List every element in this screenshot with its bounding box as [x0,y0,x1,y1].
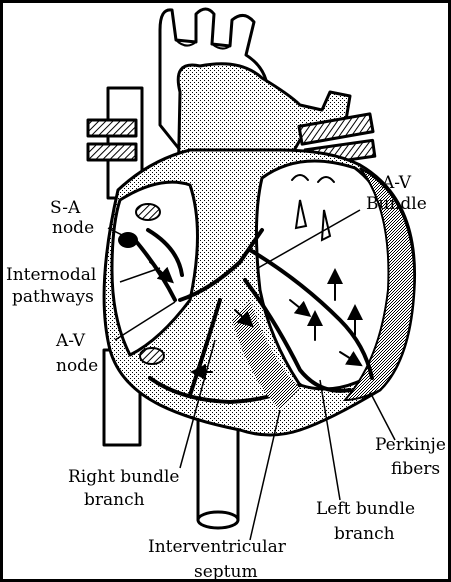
leader-perkinje [370,392,395,440]
label-sa-node-line2: node [52,218,94,238]
label-right-bundle-line1: Right bundle [68,467,179,487]
label-perkinje-line1: Perkinje [375,435,446,455]
label-sa-node-line1: S-A [50,198,81,218]
heart-body [104,150,414,435]
label-av-bundle-line2: Bundle [366,194,427,214]
label-internodal-line1: Internodal [6,265,96,285]
label-septum-line2: septum [194,562,258,582]
label-av-node-line1: A-V [55,331,86,351]
label-left-bundle-line1: Left bundle [316,499,415,519]
label-left-bundle-line2: branch [334,524,395,544]
label-av-bundle-line1: A-V [381,173,412,193]
label-perkinje-line2: fibers [391,459,440,479]
label-av-node-line2: node [56,356,98,376]
label-right-bundle-line2: branch [84,490,145,510]
label-internodal-line2: pathways [12,287,94,307]
label-septum-line1: Interventricular [148,537,287,557]
